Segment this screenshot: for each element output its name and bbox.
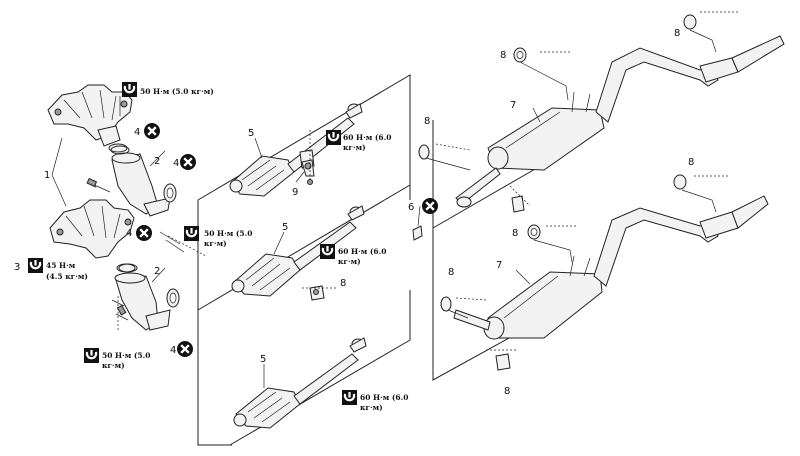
torque-wrench-icon bbox=[120, 80, 139, 99]
callout-5-middle: 5 bbox=[282, 222, 288, 233]
torque-spec-7: 60 Н·м (6.0 кг·м) bbox=[340, 388, 408, 412]
torque-spec-6: 50 Н·м (5.0 кг·м) bbox=[82, 346, 150, 370]
muffler-lower-hangers bbox=[440, 174, 728, 371]
do-not-reuse-icon bbox=[175, 339, 195, 359]
do-not-reuse-icon bbox=[178, 152, 198, 172]
torque-spec-5: 60 Н·м (6.0 кг·м) bbox=[318, 242, 386, 266]
callout-2-upper: 2 bbox=[154, 156, 160, 167]
callout-5-upper: 5 bbox=[248, 128, 254, 139]
callout-8-d: 8 bbox=[688, 157, 694, 168]
torque-spec-2: 60 Н·м (6.0 кг·м) bbox=[324, 128, 391, 152]
callout-4-b: 4 bbox=[173, 158, 179, 169]
torque-spec-3: 50 Н·м (5.0 кг·м) bbox=[182, 224, 252, 248]
callout-8-h: 8 bbox=[340, 278, 346, 289]
muffler-upper-hangers bbox=[418, 11, 740, 213]
svg-text:кг·м): кг·м) bbox=[102, 361, 125, 370]
torque-wrench-icon bbox=[340, 388, 359, 407]
callout-4-a: 4 bbox=[134, 127, 140, 138]
sensors-and-studs bbox=[86, 96, 207, 330]
svg-text:кг·м): кг·м) bbox=[204, 239, 227, 248]
torque-wrench-icon bbox=[324, 128, 343, 147]
muffler-upper bbox=[455, 35, 785, 208]
svg-text:45 Н·м: 45 Н·м bbox=[46, 261, 76, 270]
do-not-reuse-icon bbox=[420, 196, 440, 216]
callout-8-g: 8 bbox=[504, 386, 510, 397]
discard-symbols bbox=[134, 121, 440, 359]
callout-2-lower: 2 bbox=[154, 266, 160, 277]
callout-1: 1 bbox=[44, 170, 50, 181]
callout-8-c: 8 bbox=[424, 116, 430, 127]
catalyst-brackets bbox=[301, 130, 336, 301]
svg-text:(4.5 кг·м): (4.5 кг·м) bbox=[46, 272, 88, 281]
torque-spec-1: 50 Н·м (5.0 кг·м) bbox=[120, 80, 214, 99]
callout-9: 9 bbox=[292, 187, 298, 198]
callout-5-lower: 5 bbox=[260, 354, 266, 365]
svg-text:50 Н·м (5.0: 50 Н·м (5.0 bbox=[102, 351, 150, 360]
exhaust-manifold-lower bbox=[49, 199, 135, 259]
callout-8-a: 8 bbox=[500, 50, 506, 61]
torque-wrench-icon bbox=[82, 346, 101, 365]
torque-wrench-icon bbox=[318, 242, 337, 261]
callout-8-f: 8 bbox=[448, 267, 454, 278]
callout-7-upper: 7 bbox=[510, 100, 516, 111]
callout-6: 6 bbox=[408, 202, 414, 213]
exhaust-manifold-upper bbox=[47, 84, 133, 147]
svg-text:кг·м): кг·м) bbox=[338, 257, 361, 266]
callout-8-b: 8 bbox=[674, 28, 680, 39]
muffler-lower bbox=[453, 195, 769, 340]
svg-text:кг·м): кг·м) bbox=[343, 143, 366, 152]
pre-catalyst-lower bbox=[114, 263, 171, 331]
callout-4-c: 4 bbox=[126, 228, 132, 239]
gaskets bbox=[110, 145, 180, 308]
do-not-reuse-icon bbox=[142, 121, 162, 141]
callout-4-d: 4 bbox=[170, 345, 176, 356]
svg-text:60 Н·м (6.0: 60 Н·м (6.0 bbox=[343, 133, 391, 142]
callout-7-lower: 7 bbox=[496, 260, 502, 271]
catalyst-lower bbox=[233, 337, 367, 429]
svg-text:60 Н·м (6.0: 60 Н·м (6.0 bbox=[360, 393, 408, 402]
callouts: 1 2 2 3 4 4 4 4 5 5 5 6 7 7 8 8 8 8 8 8 … bbox=[14, 28, 694, 397]
leader-lines bbox=[51, 107, 541, 388]
torque-wrench-icon bbox=[26, 256, 45, 275]
gasket-6 bbox=[412, 225, 423, 241]
svg-text:50 Н·м (5.0 кг·м): 50 Н·м (5.0 кг·м) bbox=[140, 87, 214, 96]
do-not-reuse-icon bbox=[134, 223, 154, 243]
torque-wrench-icon bbox=[182, 224, 201, 243]
torque-spec-4: 45 Н·м (4.5 кг·м) bbox=[26, 256, 88, 281]
callout-3: 3 bbox=[14, 262, 20, 273]
svg-text:50 Н·м (5.0: 50 Н·м (5.0 bbox=[204, 229, 252, 238]
svg-text:60 Н·м (6.0: 60 Н·м (6.0 bbox=[338, 247, 386, 256]
callout-8-e: 8 bbox=[512, 228, 518, 239]
svg-text:кг·м): кг·м) bbox=[360, 403, 383, 412]
